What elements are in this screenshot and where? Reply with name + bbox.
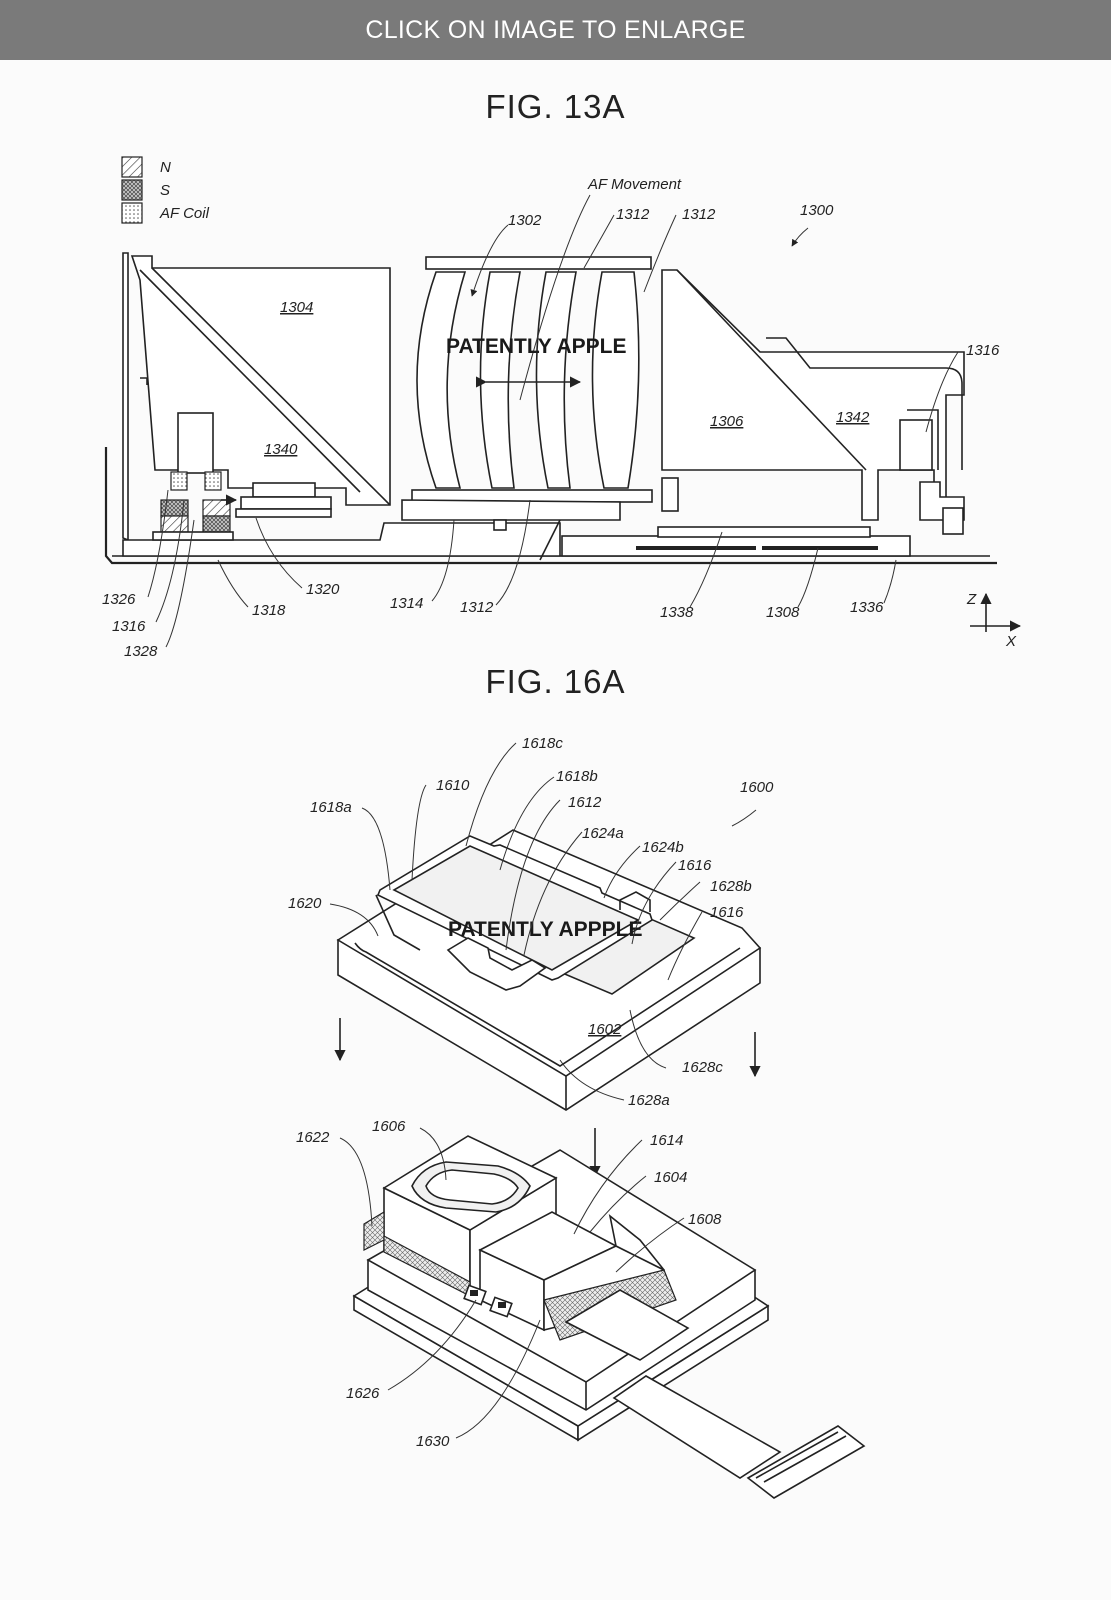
label-1608: 1608: [688, 1211, 722, 1228]
label-1312-a: 1312: [616, 206, 650, 223]
magnet-holder: [178, 413, 213, 473]
label-1312-b: 1312: [682, 206, 716, 223]
label-1302: 1302: [508, 212, 542, 229]
legend-label-s: S: [160, 182, 170, 199]
prism-holder-1306: [662, 270, 964, 520]
sensor-strip-right: [762, 546, 878, 550]
label-1612: 1612: [568, 794, 602, 811]
sensor-1338: [658, 527, 870, 537]
label-1312-c: 1312: [460, 599, 494, 616]
legend-swatch-af-coil: [122, 203, 142, 223]
magnet-n-left: [161, 516, 188, 532]
lens-carrier-top: [426, 257, 651, 269]
label-1300: 1300: [800, 202, 834, 219]
legend-swatch-n: [122, 157, 142, 177]
lens-carrier-base-1314: [402, 500, 620, 520]
label-1340: 1340: [264, 441, 298, 458]
chip-1320-base: [236, 509, 331, 517]
label-1306: 1306: [710, 413, 744, 430]
legend: N S AF Coil: [122, 157, 210, 223]
label-1628b: 1628b: [710, 878, 752, 895]
label-1630: 1630: [416, 1433, 450, 1450]
af-coil-left: [171, 472, 187, 490]
magnet-n-right: [203, 500, 230, 516]
axis-x-label: X: [1005, 633, 1017, 650]
legend-label-af-coil: AF Coil: [159, 205, 210, 222]
af-coil-right: [205, 472, 221, 490]
lens-element-1: [417, 272, 465, 488]
label-1624a: 1624a: [582, 825, 624, 842]
label-1628c: 1628c: [682, 1059, 723, 1076]
label-1308: 1308: [766, 604, 800, 621]
label-1628a: 1628a: [628, 1092, 670, 1109]
flex-cable-1630: [614, 1376, 780, 1478]
label-1602: 1602: [588, 1021, 622, 1038]
end-block: [943, 508, 963, 534]
fig-16a: PATENTLY APPPLE: [288, 735, 864, 1498]
spacer-block: [662, 478, 678, 511]
label-1616-b: 1616: [710, 904, 744, 921]
magnet-s-right: [203, 516, 230, 532]
lens-element-2: [480, 272, 520, 488]
flex-1622: [364, 1212, 384, 1250]
label-1618c: 1618c: [522, 735, 563, 752]
lens-element-4: [592, 272, 638, 488]
af-movement-label: AF Movement: [587, 176, 682, 193]
legend-label-n: N: [160, 159, 171, 176]
left-wall: [123, 253, 128, 540]
label-1316-top: 1316: [966, 342, 1000, 359]
label-1626: 1626: [346, 1385, 380, 1402]
carrier-notch: [494, 520, 506, 530]
label-1600: 1600: [740, 779, 774, 796]
magnet-base: [153, 532, 233, 540]
label-1614: 1614: [650, 1132, 683, 1149]
chip-1320-mid: [241, 497, 331, 509]
label-1610: 1610: [436, 777, 470, 794]
label-1326: 1326: [102, 591, 136, 608]
label-1318: 1318: [252, 602, 286, 619]
watermark-fig13: PATENTLY APPLE: [446, 335, 626, 358]
lens-element-3: [536, 272, 576, 488]
label-1620: 1620: [288, 895, 322, 912]
legend-swatch-s: [122, 180, 142, 200]
label-1622: 1622: [296, 1129, 330, 1146]
fig-13a: N S AF Coil: [102, 157, 1020, 660]
label-1618b: 1618b: [556, 768, 598, 785]
label-1618a: 1618a: [310, 799, 352, 816]
label-1338: 1338: [660, 604, 694, 621]
patent-drawing[interactable]: N S AF Coil: [0, 60, 1111, 1600]
chip-1626-dot-b: [498, 1302, 506, 1308]
label-1606: 1606: [372, 1118, 406, 1135]
enlarge-banner[interactable]: CLICK ON IMAGE TO ENLARGE: [0, 0, 1111, 60]
label-1342: 1342: [836, 409, 870, 426]
chip-1626-dot-a: [470, 1290, 478, 1296]
label-1320: 1320: [306, 581, 340, 598]
watermark-fig16: PATENTLY APPPLE: [448, 918, 643, 941]
label-1616-a: 1616: [678, 857, 712, 874]
label-1316-bottom: 1316: [112, 618, 146, 635]
label-1604: 1604: [654, 1169, 687, 1186]
axis-z-label: Z: [966, 591, 977, 608]
lens-elements: [417, 272, 639, 488]
prism-holder-1304: [132, 256, 390, 505]
label-1624b: 1624b: [642, 839, 684, 856]
label-1314: 1314: [390, 595, 423, 612]
axis-indicator: Z X: [966, 591, 1020, 650]
label-1304: 1304: [280, 299, 313, 316]
chip-1320-top: [253, 483, 315, 497]
label-1328: 1328: [124, 643, 158, 660]
label-1336: 1336: [850, 599, 884, 616]
sensor-strip-left: [636, 546, 756, 550]
